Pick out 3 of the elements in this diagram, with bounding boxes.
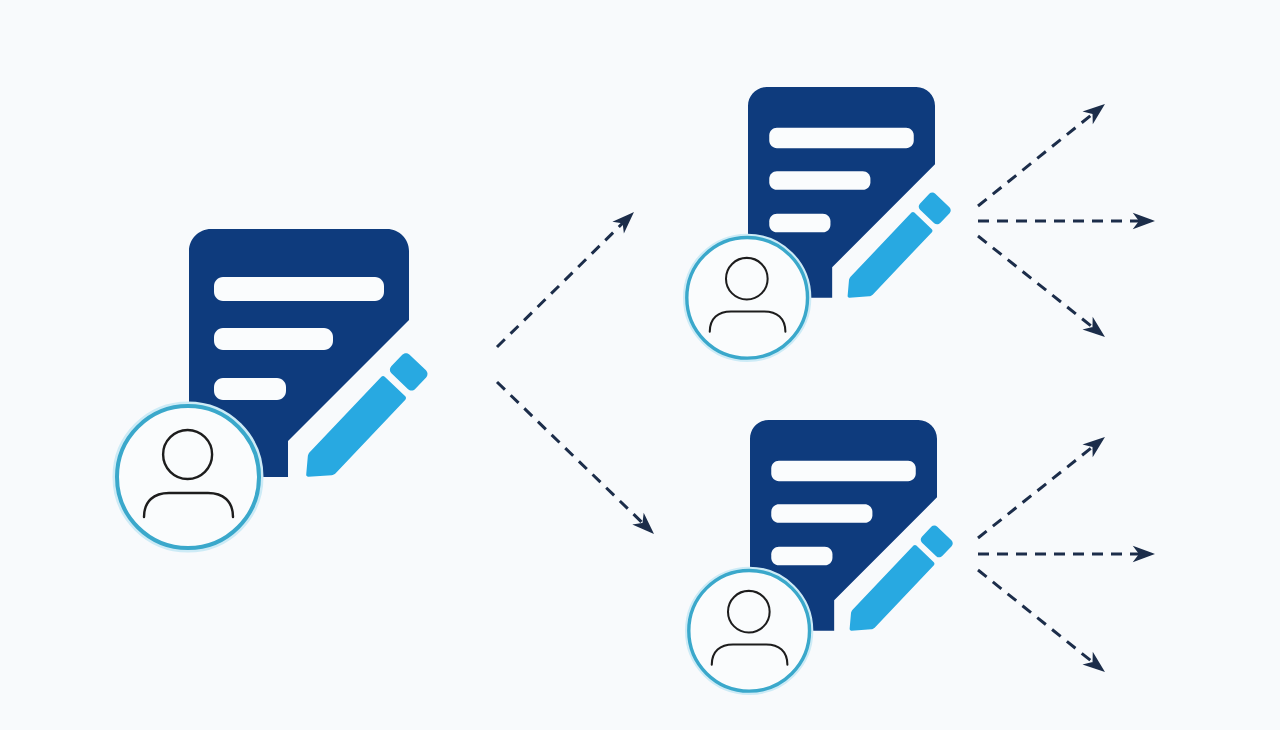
document-edit-icon [684, 420, 953, 695]
document-edit-icon [682, 87, 951, 362]
document-edit-icon [112, 229, 428, 553]
